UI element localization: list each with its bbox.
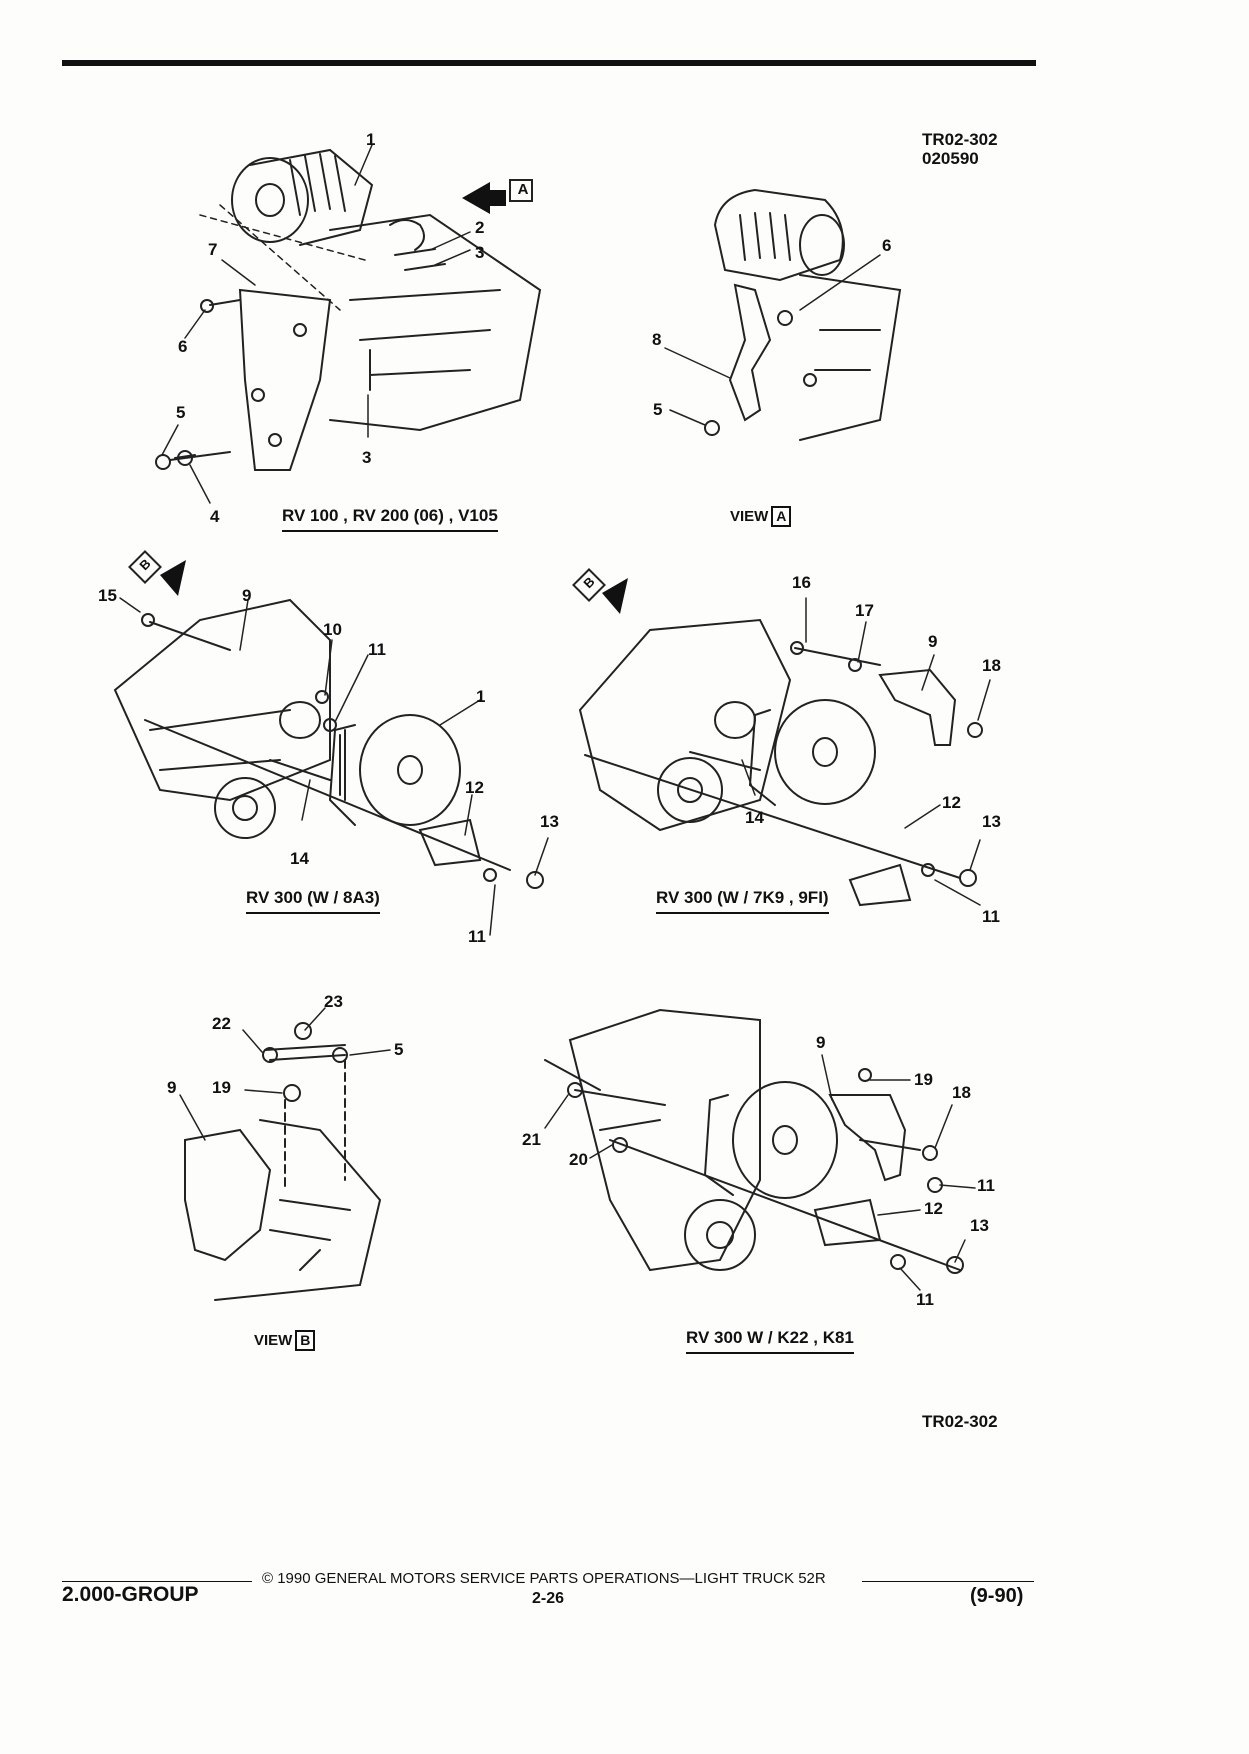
callout-13: 13 bbox=[970, 1216, 989, 1235]
callout-14: 14 bbox=[745, 808, 764, 827]
callout-18: 18 bbox=[952, 1083, 971, 1102]
generator-illustration-rv300-8a3 bbox=[328, 714, 461, 826]
callout-5: 5 bbox=[653, 400, 663, 419]
leader-lines-rv300-k22 bbox=[544, 1054, 976, 1291]
engine-block-rv100 bbox=[329, 213, 542, 432]
footer-page-number: 2-26 bbox=[532, 1590, 565, 1607]
leader-lines-view-a bbox=[664, 254, 881, 426]
engine-block-rv300-7k9 bbox=[578, 618, 792, 832]
callout-19: 19 bbox=[212, 1078, 231, 1097]
generator-illustration-rv100 bbox=[231, 148, 374, 246]
caption-rv300-7k9: RV 300 (W / 7K9 , 9FI) bbox=[656, 888, 829, 914]
bolts-rv300-7k9 bbox=[584, 641, 983, 887]
callout-19: 19 bbox=[914, 1070, 933, 1089]
top-rule bbox=[62, 60, 1036, 66]
callout-11: 11 bbox=[368, 640, 386, 659]
callout-12: 12 bbox=[465, 778, 484, 797]
callout-18: 18 bbox=[982, 656, 1001, 675]
callout-22: 22 bbox=[212, 1014, 231, 1033]
callout-9: 9 bbox=[816, 1033, 826, 1052]
footer-group-label: 2.000-GROUP bbox=[62, 1583, 199, 1606]
callout-5: 5 bbox=[176, 403, 186, 422]
callout-13: 13 bbox=[982, 812, 1001, 831]
view-b-label-text: VIEW bbox=[254, 1332, 293, 1349]
callout-12: 12 bbox=[942, 793, 961, 812]
footer-rule-right bbox=[862, 1581, 1034, 1582]
callout-14: 14 bbox=[290, 849, 309, 868]
callout-17: 17 bbox=[855, 601, 874, 620]
view-a-arrow bbox=[462, 182, 506, 214]
bolts-rv300-8a3 bbox=[141, 613, 544, 889]
view-b-arrow-left bbox=[128, 550, 186, 596]
diagram-reference-code-bottom: TR02-302 bbox=[922, 1412, 998, 1431]
bolts-rv100 bbox=[155, 248, 446, 470]
callout-9: 9 bbox=[167, 1078, 177, 1097]
view-a-marker-letter: A bbox=[517, 181, 529, 198]
callout-13: 13 bbox=[540, 812, 559, 831]
bracket-rv100 bbox=[238, 288, 332, 471]
footer-copyright: © 1990 GENERAL MOTORS SERVICE PARTS OPER… bbox=[262, 1570, 826, 1587]
leader-lines-rv100 bbox=[161, 144, 471, 504]
callout-3: 3 bbox=[475, 243, 485, 262]
engine-block-rv300-8a3 bbox=[113, 598, 331, 839]
callout-23: 23 bbox=[324, 992, 343, 1011]
bracket-view-a bbox=[704, 283, 817, 436]
leader-lines-rv300-8a3 bbox=[119, 597, 549, 936]
generator-illustration-rv300-7k9 bbox=[748, 699, 876, 806]
footer-rule-left bbox=[62, 1581, 252, 1582]
engine-block-rv300-k22 bbox=[544, 1008, 761, 1272]
view-a-box: A bbox=[771, 506, 792, 527]
view-b-arrow-right bbox=[572, 568, 628, 614]
diagram-date-code: 020590 bbox=[922, 149, 979, 168]
footer-revision-date: (9-90) bbox=[970, 1585, 1024, 1607]
callout-11-lower: 11 bbox=[916, 1290, 934, 1309]
callout-3-lower: 3 bbox=[362, 448, 372, 467]
callout-21: 21 bbox=[522, 1130, 541, 1149]
callout-9: 9 bbox=[242, 586, 252, 605]
leader-lines-rv300-7k9 bbox=[741, 597, 991, 906]
callout-15: 15 bbox=[98, 586, 117, 605]
callout-10: 10 bbox=[323, 620, 342, 639]
bolts-rv300-k22 bbox=[567, 1068, 964, 1274]
callout-11: 11 bbox=[977, 1176, 995, 1195]
diagram-reference-code: TR02-302 bbox=[922, 130, 998, 149]
callout-9: 9 bbox=[928, 632, 938, 651]
bracket-view-b bbox=[184, 1022, 382, 1301]
callout-6: 6 bbox=[178, 337, 188, 356]
caption-rv300-k22: RV 300 W / K22 , K81 bbox=[686, 1328, 854, 1354]
callout-6: 6 bbox=[882, 236, 892, 255]
callout-1: 1 bbox=[476, 687, 486, 706]
caption-rv100: RV 100 , RV 200 (06) , V105 bbox=[282, 506, 498, 532]
callout-16: 16 bbox=[792, 573, 811, 592]
callout-5: 5 bbox=[394, 1040, 404, 1059]
leader-lines-view-b bbox=[179, 1007, 391, 1141]
view-a-label-text: VIEW bbox=[730, 508, 769, 525]
callout-11-lower: 11 bbox=[468, 927, 486, 946]
view-a-marker-box bbox=[509, 179, 533, 202]
callout-20: 20 bbox=[569, 1150, 588, 1169]
callout-8: 8 bbox=[652, 330, 662, 349]
generator-illustration-view-a bbox=[713, 188, 902, 441]
generator-illustration-rv300-k22 bbox=[703, 1081, 838, 1199]
callout-4: 4 bbox=[210, 507, 220, 526]
caption-rv300-8a3: RV 300 (W / 8A3) bbox=[246, 888, 380, 914]
view-b-box: B bbox=[295, 1330, 316, 1351]
callout-2: 2 bbox=[475, 218, 485, 237]
callout-1: 1 bbox=[366, 130, 376, 149]
bracket-rv300-7k9 bbox=[848, 668, 957, 907]
callout-12: 12 bbox=[924, 1199, 943, 1218]
callout-7: 7 bbox=[208, 240, 218, 259]
callout-11: 11 bbox=[982, 907, 1000, 926]
